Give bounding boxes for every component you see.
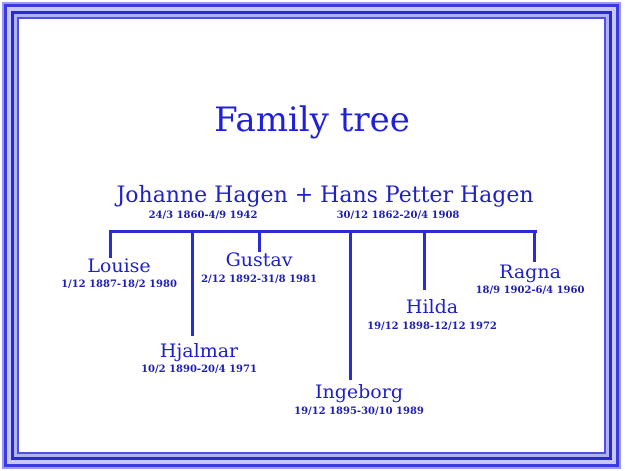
child-name-ragna: Ragna <box>499 261 561 283</box>
hjalmar-drop-line <box>191 230 194 336</box>
page-title: Family tree <box>214 100 410 140</box>
page-border <box>4 4 619 467</box>
child-dates-ingeborg: 19/12 1895-30/10 1989 <box>294 406 424 417</box>
father-dates: 30/12 1862-20/4 1908 <box>336 210 460 221</box>
child-name-hjalmar: Hjalmar <box>159 340 239 362</box>
child-dates-louise: 1/12 1887-18/2 1980 <box>61 279 177 290</box>
child-name-gustav: Gustav <box>225 249 293 271</box>
child-name-ingeborg: Ingeborg <box>315 381 403 403</box>
ragna-drop-line <box>533 230 536 262</box>
parents-names: Johanne Hagen + Hans Petter Hagen <box>116 183 534 208</box>
child-dates-ragna: 18/9 1902-6/4 1960 <box>475 285 585 296</box>
child-name-louise: Louise <box>87 255 151 277</box>
child-name-hilda: Hilda <box>405 296 459 318</box>
sibling-connector-line <box>109 230 537 233</box>
louise-drop-line <box>109 230 112 258</box>
ingeborg-drop-line <box>349 230 352 380</box>
child-dates-gustav: 2/12 1892-31/8 1981 <box>201 274 317 285</box>
gustav-drop-line <box>258 230 261 252</box>
child-dates-hilda: 19/12 1898-12/12 1972 <box>367 321 497 332</box>
mother-dates: 24/3 1860-4/9 1942 <box>148 210 258 221</box>
child-dates-hjalmar: 10/2 1890-20/4 1971 <box>141 364 257 375</box>
hilda-drop-line <box>423 230 426 290</box>
